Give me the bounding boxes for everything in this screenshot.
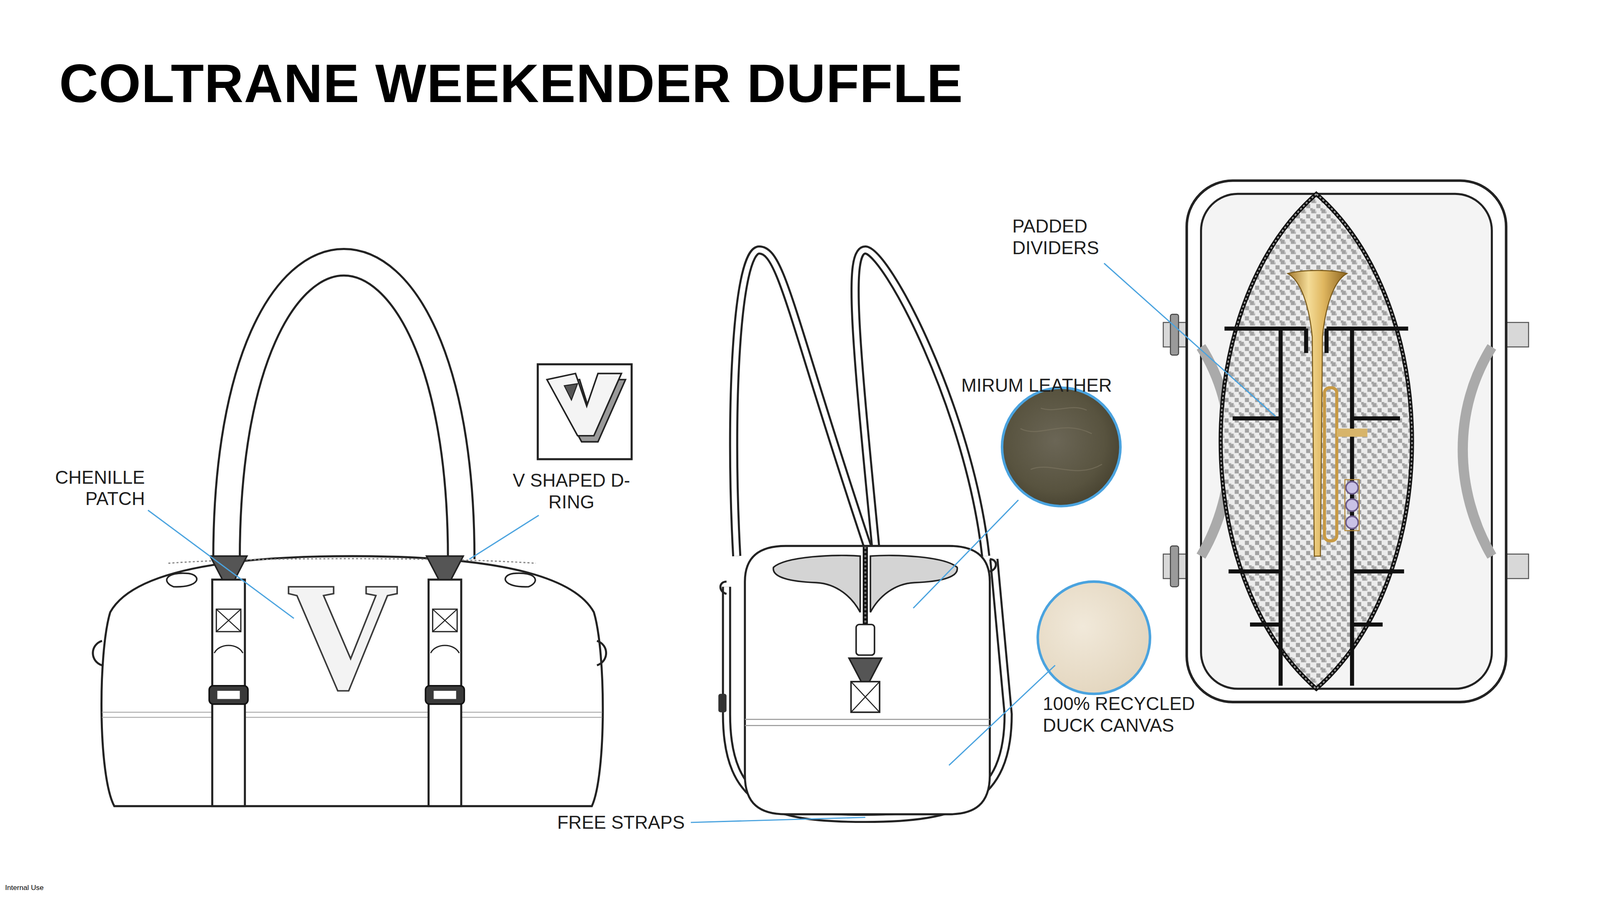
leader-lines: [147, 263, 1276, 823]
patch-letter: V: [281, 559, 405, 713]
side-view: [718, 250, 1009, 819]
footer-note: Internal Use: [5, 882, 44, 892]
part-label: FREE STRAPS: [557, 812, 685, 834]
page-title: COLTRANE WEEKENDER DUFFLE: [59, 56, 964, 111]
part-label: CHENILLE PATCH: [40, 467, 145, 511]
part-label: PADDED DIVIDERS: [1012, 216, 1115, 260]
material-label: MIRUM LEATHER: [961, 375, 1113, 397]
d-ring-logo: [537, 364, 632, 460]
material-label: 100% RECYCLED DUCK CANVAS: [1042, 693, 1217, 737]
front-view: [92, 262, 607, 806]
interior-view: [1163, 180, 1529, 702]
leather-swatch: [1002, 387, 1121, 507]
canvas-swatch: [1037, 581, 1150, 694]
part-label: V SHAPED D-RING: [502, 470, 641, 514]
